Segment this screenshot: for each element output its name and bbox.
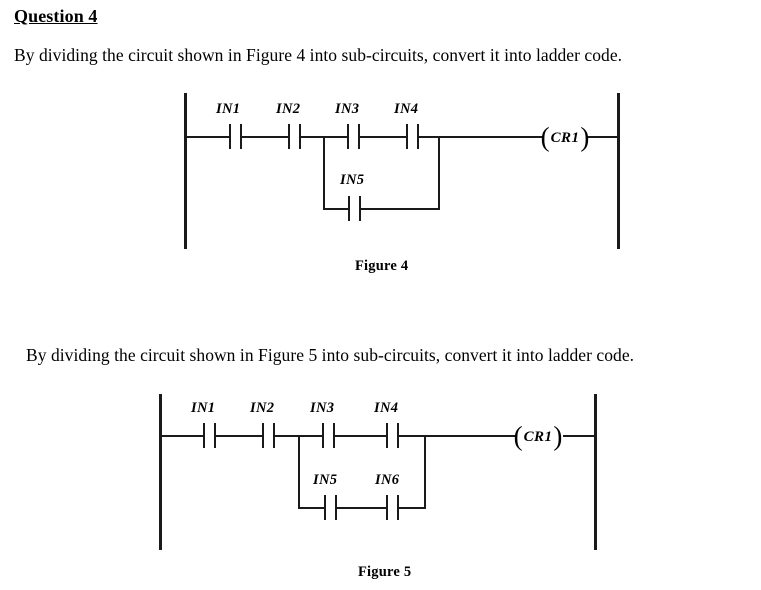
- rung-wire-segment: [185, 136, 230, 138]
- contact-in2[interactable]: [288, 124, 301, 149]
- coil-label: CR1: [550, 129, 580, 146]
- contact-label-in1: IN1: [191, 400, 216, 416]
- coil-close-paren: ): [580, 121, 590, 152]
- page-title: Question 4: [14, 6, 98, 26]
- contact-label-in2: IN2: [276, 101, 301, 117]
- rung-wire-segment: [418, 136, 543, 138]
- branch-left-vertical: [323, 136, 325, 209]
- contact-in2[interactable]: [262, 423, 275, 448]
- contact-label-in3: IN3: [335, 101, 360, 117]
- contact-in1[interactable]: [229, 124, 242, 149]
- left-power-rail: [159, 394, 162, 550]
- contact-label-in4: IN4: [394, 101, 419, 117]
- rung-wire-segment: [334, 435, 387, 437]
- contact-in4[interactable]: [406, 124, 419, 149]
- rung-wire-segment: [398, 435, 516, 437]
- branch-right-vertical: [424, 435, 426, 508]
- branch-wire-segment: [323, 208, 349, 210]
- contact-label-in1: IN1: [216, 101, 241, 117]
- coil-cr1[interactable]: ( CR1 ): [540, 121, 590, 152]
- rung-wire-segment: [160, 435, 204, 437]
- rung-wire-segment: [241, 136, 289, 138]
- contact-in5[interactable]: [348, 196, 361, 221]
- branch-right-vertical: [438, 136, 440, 209]
- rung-wire-segment: [359, 136, 407, 138]
- coil-open-paren: (: [513, 420, 523, 451]
- right-power-rail: [617, 93, 620, 249]
- ladder-diagram-figure-4: IN1 IN2 IN3 IN4 IN5 ( CR1 ) Figure 4: [0, 0, 761, 290]
- contact-label-in2: IN2: [250, 400, 275, 416]
- contact-label-in4: IN4: [374, 400, 399, 416]
- coil-close-paren: ): [553, 420, 563, 451]
- contact-in6[interactable]: [386, 495, 399, 520]
- rung-wire-segment: [586, 136, 618, 138]
- contact-label-in5: IN5: [340, 172, 365, 188]
- rung-wire-segment: [215, 435, 263, 437]
- coil-cr1[interactable]: ( CR1 ): [513, 420, 563, 451]
- contact-in4[interactable]: [386, 423, 399, 448]
- contact-in1[interactable]: [203, 423, 216, 448]
- branch-wire-segment: [337, 507, 387, 509]
- figure-4-caption: Figure 4: [355, 258, 409, 274]
- figure-5-caption: Figure 5: [358, 564, 412, 580]
- contact-label-in5: IN5: [313, 472, 338, 488]
- right-power-rail: [594, 394, 597, 550]
- contact-label-in6: IN6: [375, 472, 400, 488]
- coil-label: CR1: [523, 428, 553, 445]
- branch-wire-segment: [298, 507, 325, 509]
- contact-in3[interactable]: [322, 423, 335, 448]
- coil-open-paren: (: [540, 121, 550, 152]
- contact-label-in3: IN3: [310, 400, 335, 416]
- contact-in5[interactable]: [324, 495, 337, 520]
- branch-wire-segment: [399, 507, 426, 509]
- rung-wire-segment: [563, 435, 594, 437]
- left-power-rail: [184, 93, 187, 249]
- branch-wire-segment: [361, 208, 440, 210]
- branch-left-vertical: [298, 435, 300, 508]
- contact-in3[interactable]: [347, 124, 360, 149]
- question-5-prompt: By dividing the circuit shown in Figure …: [26, 345, 635, 365]
- question-4-prompt: By dividing the circuit shown in Figure …: [14, 45, 623, 65]
